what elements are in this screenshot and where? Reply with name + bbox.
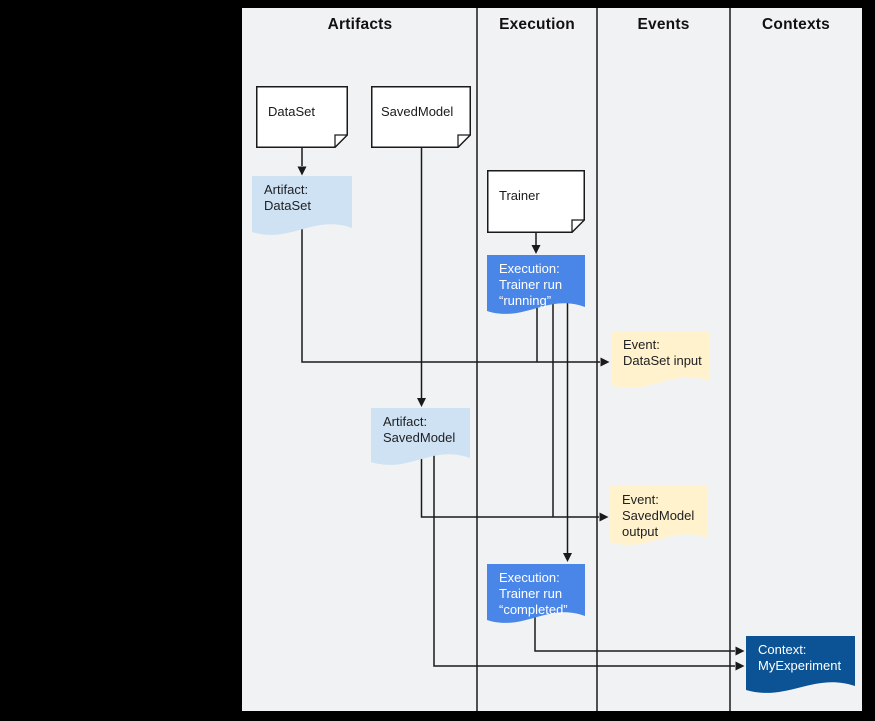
node-savedmodel: SavedModel	[371, 86, 471, 148]
label-line: Event:	[622, 492, 659, 507]
node-execution-completed-label: Execution: Trainer run “completed”	[487, 564, 585, 618]
label-line: Execution:	[499, 570, 560, 585]
label-line: Artifact:	[264, 182, 309, 197]
label-line: “completed”	[499, 602, 568, 617]
node-dataset-label: DataSet	[268, 103, 315, 119]
node-artifact-dataset: Artifact: DataSet	[252, 176, 352, 246]
label-line: Execution:	[499, 261, 560, 276]
tape-shape	[371, 408, 470, 465]
node-savedmodel-label: SavedModel	[381, 103, 454, 119]
node-trainer: Trainer	[487, 170, 585, 233]
document-shape	[487, 170, 585, 233]
column-header-execution: Execution	[499, 16, 575, 33]
tape-shape	[610, 486, 708, 545]
label-line: MyExperiment	[758, 658, 842, 673]
node-context-myexperiment: Context: MyExperiment	[746, 636, 855, 704]
node-event-savedmodel-output: Event: SavedModel output	[610, 486, 708, 556]
tape-shape	[487, 564, 585, 623]
node-artifact-savedmodel: Artifact: SavedModel	[371, 408, 470, 476]
node-event-savedmodel-output-label: Event: SavedModel output	[610, 486, 708, 540]
node-execution-running: Execution: Trainer run “running”	[487, 255, 585, 325]
folded-corner-icon	[457, 134, 471, 148]
column-header-artifacts: Artifacts	[327, 16, 393, 33]
node-execution-running-label: Execution: Trainer run “running”	[487, 255, 585, 309]
node-execution-completed: Execution: Trainer run “completed”	[487, 564, 585, 634]
label-line: Context:	[758, 642, 807, 657]
node-trainer-label: Trainer	[499, 188, 540, 203]
label-line: Trainer run	[499, 586, 563, 601]
document-shape	[371, 86, 471, 148]
column-header-events: Events	[637, 16, 690, 33]
node-dataset: DataSet	[256, 86, 348, 148]
node-event-dataset-input-label: Event: DataSet input	[611, 331, 710, 369]
node-event-dataset-input: Event: DataSet input	[611, 331, 710, 399]
tape-shape	[487, 255, 585, 314]
label-line: DataSet	[264, 198, 311, 213]
column-header-contexts: Contexts	[762, 16, 830, 33]
label-line: Artifact:	[383, 414, 428, 429]
label-line: Event:	[623, 337, 660, 352]
node-context-myexperiment-label: Context: MyExperiment	[746, 636, 855, 674]
tape-shape	[252, 176, 352, 235]
label-line: output	[622, 524, 659, 539]
label-line: Trainer run	[499, 277, 563, 292]
label-line: “running”	[499, 293, 552, 308]
tape-shape	[746, 636, 855, 693]
folded-corner-icon	[334, 134, 348, 148]
label-line: SavedModel	[622, 508, 695, 523]
node-artifact-savedmodel-label: Artifact: SavedModel	[371, 408, 470, 446]
label-line: SavedModel	[383, 430, 456, 445]
node-artifact-dataset-label: Artifact: DataSet	[252, 176, 352, 214]
tape-shape	[611, 331, 710, 388]
document-shape	[256, 86, 348, 148]
label-line: DataSet input	[623, 353, 702, 368]
folded-corner-icon	[571, 219, 585, 233]
